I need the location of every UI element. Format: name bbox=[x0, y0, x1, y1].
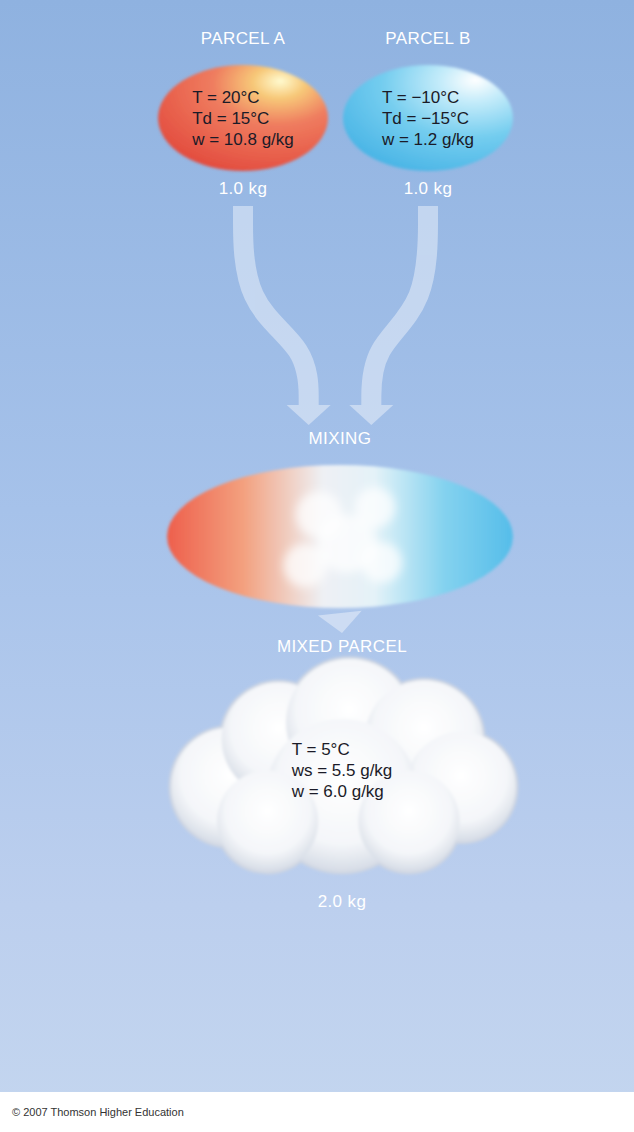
parcel-value: T = −10°C bbox=[382, 87, 459, 108]
parcel-ellipse bbox=[343, 65, 513, 171]
parcel-heading: PARCEL A bbox=[201, 28, 285, 50]
mixing-arrow bbox=[318, 611, 362, 633]
arrow-shaft bbox=[371, 206, 428, 406]
parcel-shape bbox=[166, 464, 514, 609]
air-parcel: PARCEL A T = 20°CTd = 15°Cw = 10.8 g/kg 1.… bbox=[157, 28, 329, 200]
cloud-puff bbox=[361, 542, 402, 583]
parcel-value: ws = 5.5 g/kg bbox=[292, 759, 393, 780]
parcel-value: Td = 15°C bbox=[192, 108, 269, 129]
parcel-value: w = 10.8 g/kg bbox=[192, 129, 294, 150]
parcel-mass: 1.0 kg bbox=[219, 178, 268, 200]
parcel-value: w = 6.0 g/kg bbox=[292, 780, 384, 801]
parcel-ellipse bbox=[158, 65, 328, 171]
parcel-values: T = 20°CTd = 15°Cw = 10.8 g/kg bbox=[192, 87, 294, 150]
parcel-shape: T = −10°CTd = −15°Cw = 1.2 g/kg bbox=[342, 64, 514, 172]
copyright-note: © 2007 Thomson Higher Education bbox=[0, 1092, 634, 1119]
mixing-ellipse bbox=[167, 465, 513, 608]
parcel-heading: PARCEL B bbox=[385, 28, 470, 50]
air-parcel: MIXING bbox=[166, 428, 514, 609]
parcel-heading: MIXED PARCEL bbox=[277, 636, 407, 658]
air-parcel: PARCEL B T = −10°CTd = −15°Cw = 1.2 g/kg 1… bbox=[342, 28, 514, 200]
mixing-arrow bbox=[243, 206, 331, 425]
parcel-value: w = 1.2 g/kg bbox=[382, 129, 474, 150]
parcel-mass: 1.0 kg bbox=[404, 178, 453, 200]
parcel-outline bbox=[166, 464, 514, 609]
arrow-head bbox=[349, 405, 393, 425]
arrow-shaft bbox=[243, 206, 309, 406]
parcel-shape: T = 5°Cws = 5.5 g/kgw = 6.0 g/kg bbox=[156, 662, 528, 877]
arrow-head bbox=[287, 405, 331, 425]
copyright-band: © 2007 Thomson Higher Education bbox=[0, 1092, 634, 1132]
mixing-cloud-puffs bbox=[283, 487, 402, 587]
parcel-values: T = −10°CTd = −15°Cw = 1.2 g/kg bbox=[382, 87, 474, 150]
parcel-value: T = 5°C bbox=[292, 738, 350, 759]
mixing-arrow bbox=[349, 206, 428, 425]
parcel-values: T = 5°Cws = 5.5 g/kgw = 6.0 g/kg bbox=[292, 738, 393, 801]
parcel-value: T = 20°C bbox=[192, 87, 259, 108]
cloud-puff bbox=[283, 544, 327, 588]
cloud-parcel: MIXED PARCEL T = 5°Cws = 5.5 g/kgw = 6.0 … bbox=[156, 636, 528, 913]
parcel-shape: T = 20°CTd = 15°Cw = 10.8 g/kg bbox=[157, 64, 329, 172]
parcel-value: Td = −15°C bbox=[382, 108, 469, 129]
parcel-heading: MIXING bbox=[309, 428, 372, 450]
arrow-head bbox=[318, 611, 362, 633]
parcel-mass: 2.0 kg bbox=[318, 891, 367, 913]
cloud-shape bbox=[169, 656, 519, 874]
cloud-puff bbox=[355, 487, 396, 528]
